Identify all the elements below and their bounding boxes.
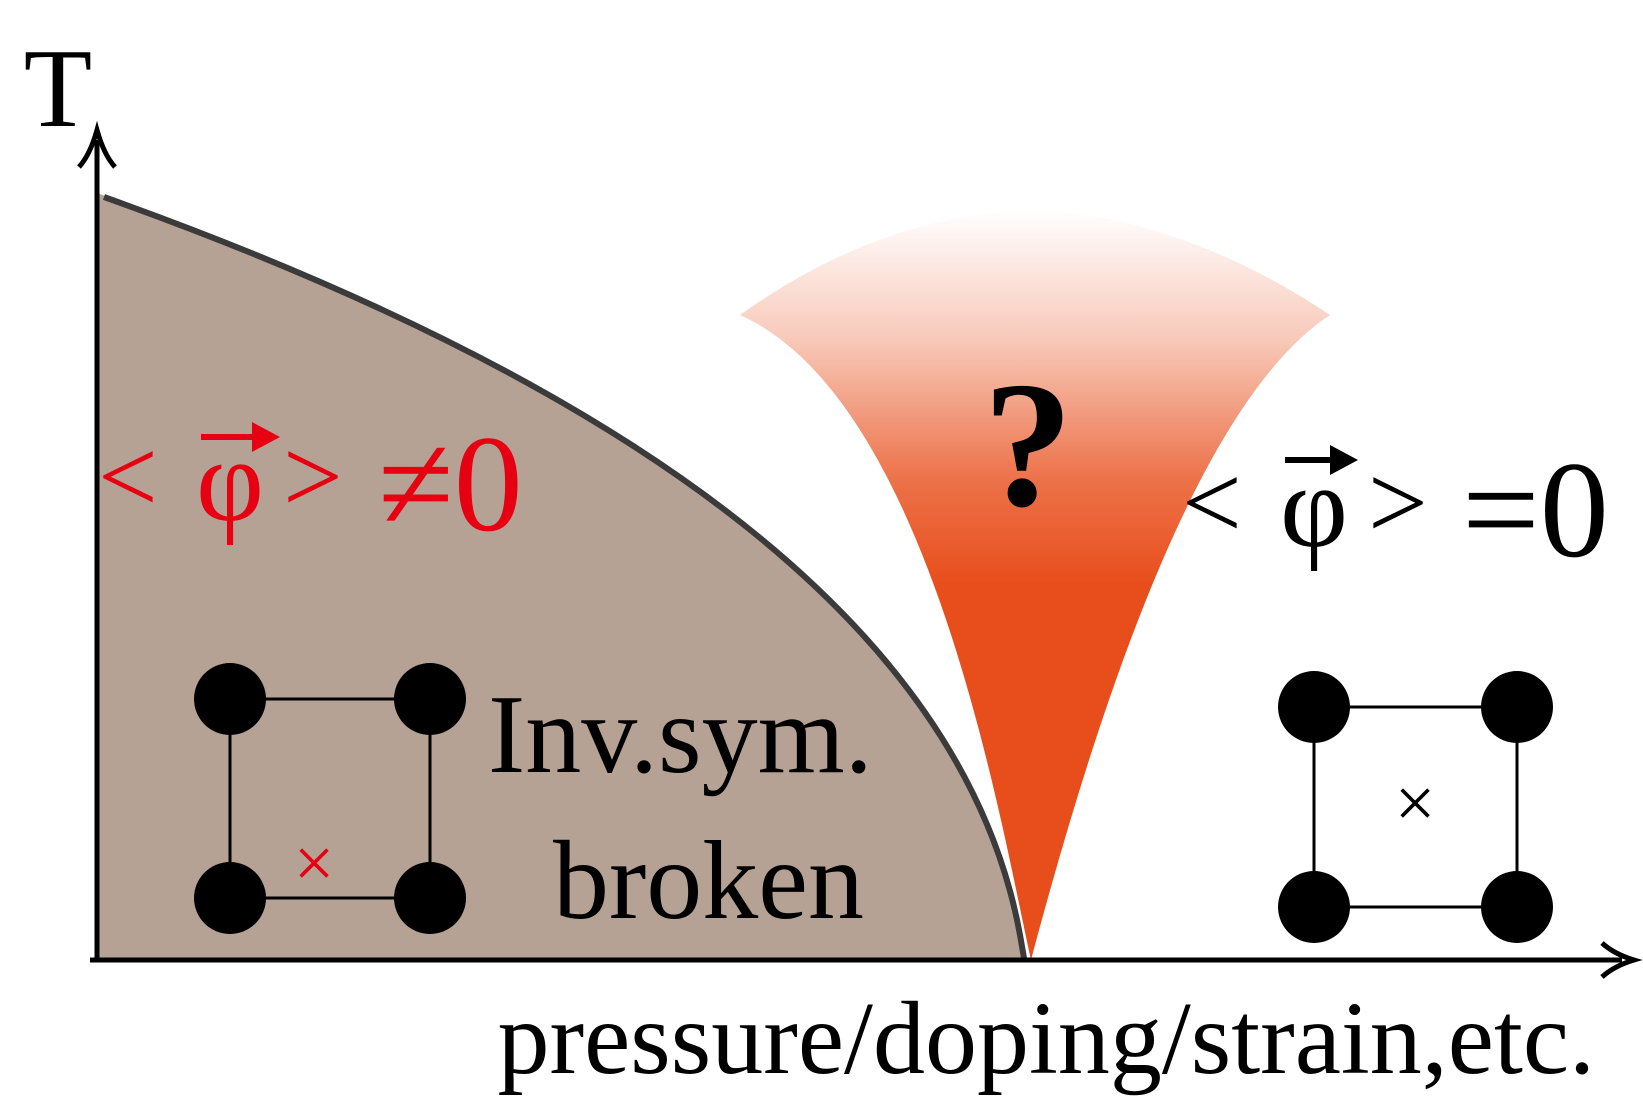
y-axis-arrowhead (77, 120, 117, 169)
quantum-critical-fan (740, 210, 1330, 960)
inversion-symmetry-label: Inv.sym. (488, 673, 873, 797)
lattice-atom (1481, 871, 1553, 943)
relation-text: =0 (1462, 433, 1609, 586)
bracket-open: < (98, 418, 158, 535)
lattice-atom (194, 663, 266, 735)
bracket-close: > (283, 418, 343, 535)
bracket-open: < (1182, 444, 1242, 561)
lattice-atom (1278, 871, 1350, 943)
symmetric-lattice-cell: × (1278, 671, 1553, 943)
relation-text: ≠0 (378, 407, 523, 560)
lattice-atom (1278, 671, 1350, 743)
y-axis-label: T (24, 27, 92, 151)
phase-boundary-curve (102, 194, 1027, 959)
ordered-phase-region (97, 193, 1024, 960)
lattice-atom (1481, 671, 1553, 743)
lattice-atom (394, 663, 466, 735)
bracket-close: > (1368, 444, 1428, 561)
disordered-order-parameter: < φ > =0 (1182, 433, 1609, 586)
critical-region-label: ? (983, 345, 1073, 544)
inversion-center-marker: × (1395, 763, 1436, 843)
x-axis-label: pressure/doping/strain,etc. (498, 981, 1595, 1096)
vector-arrow-icon (201, 422, 280, 452)
vector-arrow-icon (1285, 445, 1358, 475)
x-axis-arrowhead (1600, 941, 1643, 979)
lattice-atom (394, 862, 466, 934)
distorted-lattice-cell: × (194, 663, 466, 934)
lattice-atom (194, 862, 266, 934)
inversion-center-marker: × (294, 823, 335, 903)
broken-label: broken (553, 819, 864, 943)
